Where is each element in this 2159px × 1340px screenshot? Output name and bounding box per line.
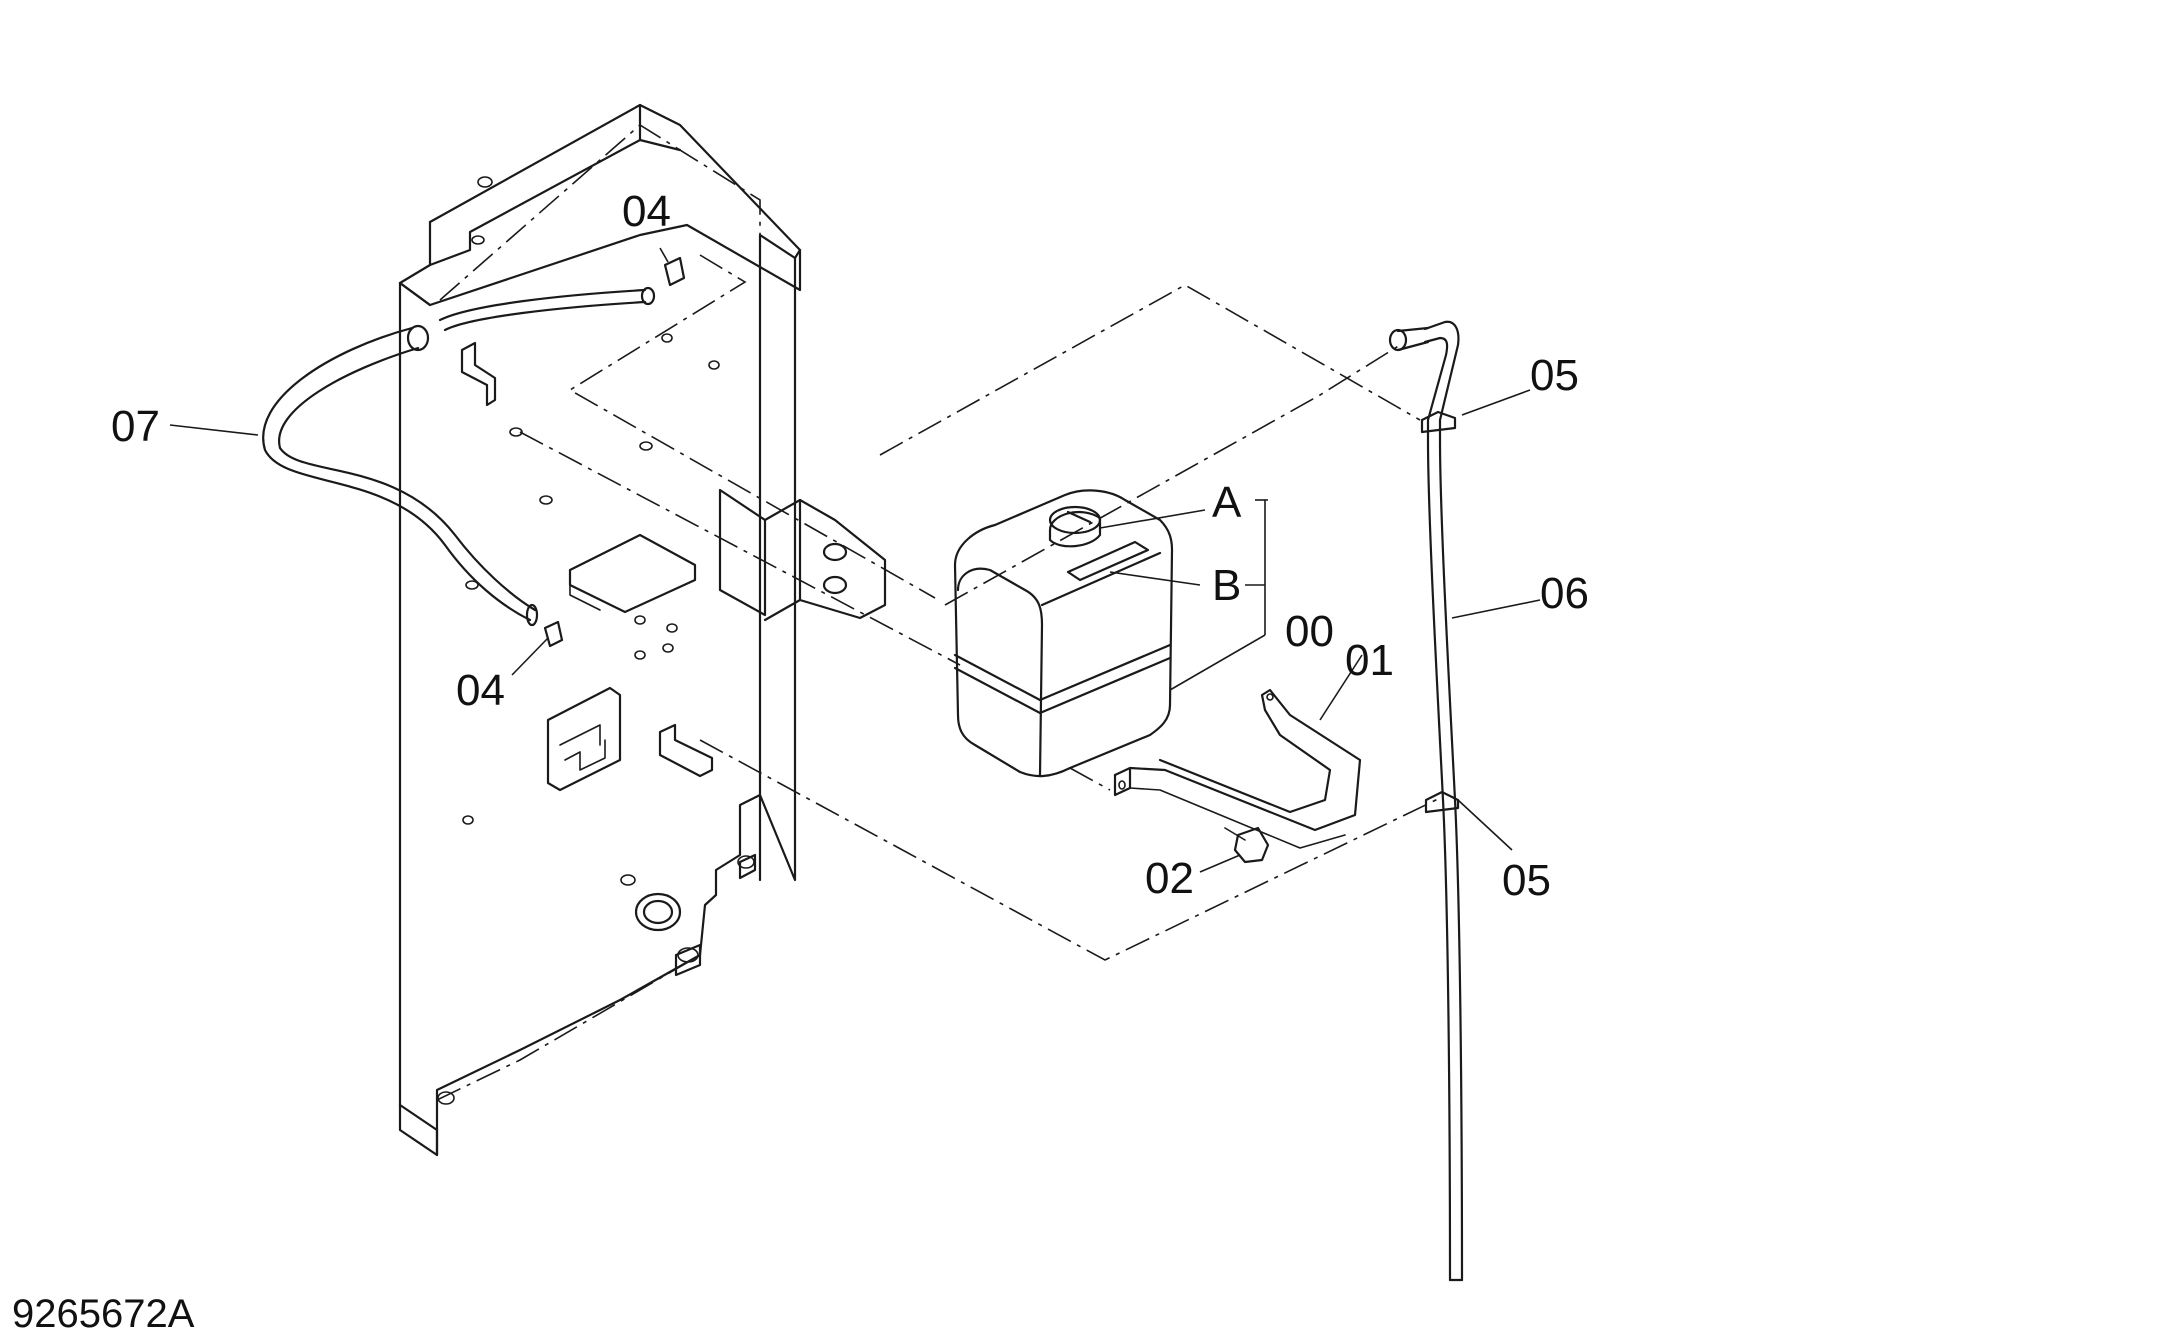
callout-05-bottom: 05 <box>1502 856 1551 905</box>
callout-00: 00 <box>1285 607 1334 656</box>
callout-b: B <box>1212 561 1241 610</box>
bolt-02 <box>1224 826 1270 864</box>
callout-06: 06 <box>1540 569 1589 618</box>
callout-leaders <box>169 247 1541 873</box>
callout-01: 01 <box>1345 636 1394 685</box>
callout-07: 07 <box>111 402 160 451</box>
callout-04-bottom: 04 <box>456 666 505 715</box>
drawing-number: 9265672A <box>12 1292 195 1336</box>
callout-04-top: 04 <box>622 187 671 236</box>
hose-06 <box>1388 320 1464 1282</box>
mounting-panel <box>398 103 887 1157</box>
assembly-lines <box>519 254 1441 961</box>
reservoir-tank-00 <box>953 489 1174 778</box>
strap-01 <box>1113 688 1362 849</box>
callout-05-top: 05 <box>1530 351 1579 400</box>
callout-a: A <box>1212 478 1242 527</box>
hose-07 <box>262 256 686 648</box>
callout-02: 02 <box>1145 854 1194 903</box>
